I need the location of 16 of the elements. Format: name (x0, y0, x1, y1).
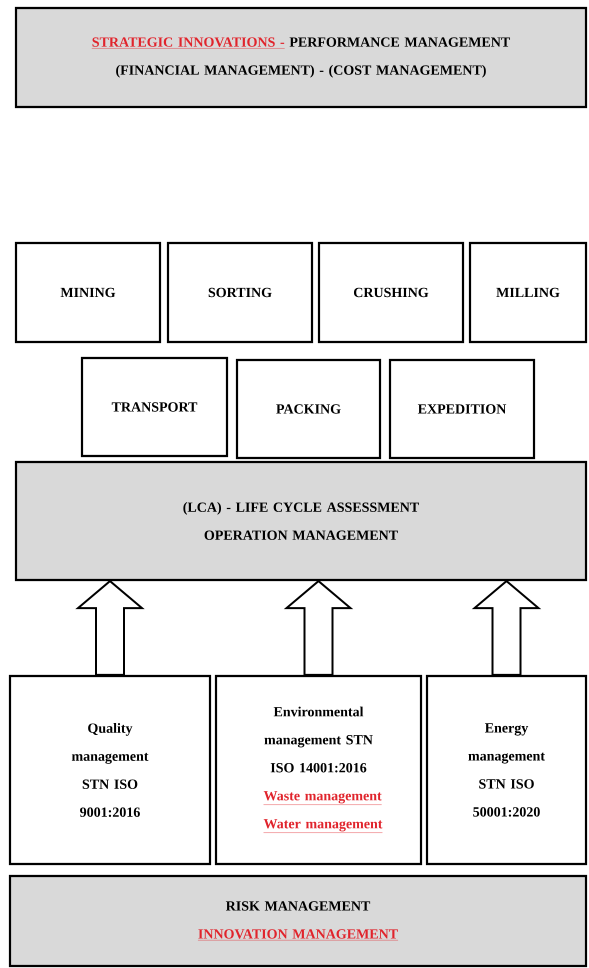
standard-box: Energy management STN ISO 50001:2020 (426, 674, 588, 866)
block-arrow (472, 580, 542, 676)
process-box: CRUSHING (318, 242, 464, 344)
banner-box: (LCA) - LIFE CYCLE ASSESSMENT OPERATION MANAGEMENT (14, 460, 588, 582)
process-box: MILLING (468, 242, 588, 344)
block-arrow (75, 580, 145, 676)
banner-box: STRATEGIC INNOVATIONS - PERFORMANCE MANAGEMENT (FINANCIAL MANAGEMENT) - (COST MANAGEMENT) (14, 6, 588, 108)
process-box: SORTING (166, 242, 314, 344)
process-box: PACKING (236, 358, 382, 460)
block-arrow (284, 580, 354, 676)
standard-box: Quality management STN ISO 9001:2016 (8, 674, 212, 866)
process-box: TRANSPORT (80, 356, 228, 458)
banner-box: RISK MANAGEMENT INNOVATION MANAGEMENT (8, 874, 588, 968)
process-box: EXPEDITION (388, 358, 536, 460)
standard-box: Environmental management STN ISO 14001:2016 Waste management Water management (214, 674, 422, 866)
process-box: MINING (14, 242, 162, 344)
